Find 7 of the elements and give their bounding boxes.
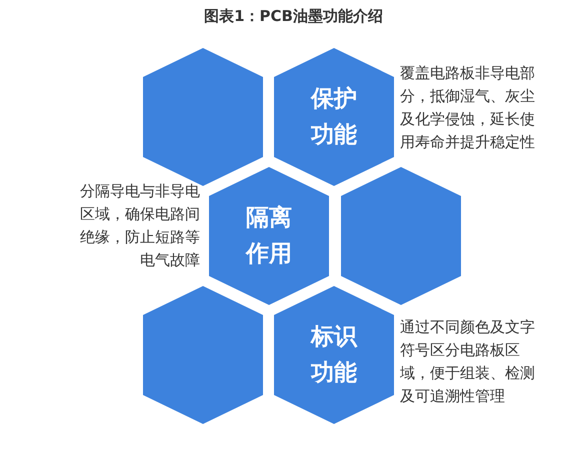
hexagon-label: 保护功能 — [310, 85, 358, 150]
hexagon-label: 隔离作用 — [244, 204, 293, 269]
description-text: 覆盖电路板非导电部分，抵御湿气、灰尘及化学侵蚀，延长使用寿命并提升稳定性 — [400, 63, 536, 153]
hexagon-label: 标识功能 — [310, 323, 358, 388]
chart-title: 图表1：PCB油墨功能介绍 — [203, 7, 384, 26]
description-text: 通过不同颜色及文字符号区分电路板区域，便于组装、检测及可追溯性管理 — [400, 317, 536, 407]
description-text: 分隔导电与非导电区域，确保电路间绝缘，防止短路等电气故障 — [79, 181, 200, 271]
